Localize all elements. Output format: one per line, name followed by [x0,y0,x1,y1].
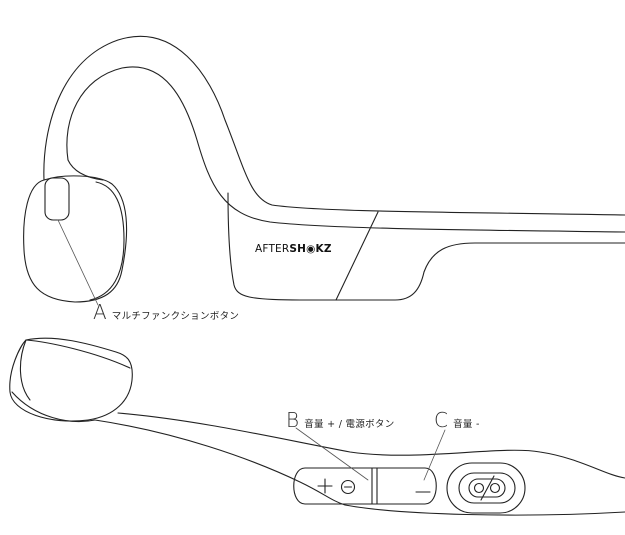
neckband-outer [43,35,625,216]
brand-logo: AFTERSH◉KZ [255,243,332,255]
side-ear-pad-face [25,339,131,369]
charging-pin-right [489,482,501,494]
arm-lower [94,419,625,516]
control-housing [293,467,437,505]
leader-c [423,429,446,481]
ear-pad [23,175,128,303]
callout-c-text: 音量 - [453,419,480,430]
leader-lines [57,219,446,481]
callout-c-letter: C [434,408,448,432]
headband-top-view [23,35,625,303]
callout-b-text: 音量 + / 電源ボタン [304,419,395,430]
housing-seam [335,211,379,301]
leader-b [295,427,369,481]
charging-slash [480,475,495,501]
neckband-inner [66,66,625,233]
callout-a: A マルチファンクションボタン [93,300,239,324]
charging-port-core [468,478,506,498]
leader-a [57,219,99,306]
callout-a-text: マルチファンクションボタン [111,311,240,322]
callout-c: C 音量 - [434,408,480,432]
neckband-hook [67,159,104,181]
callout-b: B 音量 + / 電源ボタン [286,408,395,432]
arm-curl [11,391,96,423]
charging-port-outer [446,462,526,514]
callout-b-letter: B [286,408,300,432]
multi-function-button [44,177,70,221]
charging-port-inner [458,472,516,504]
bottom-view [9,337,625,516]
side-ear-pad [9,337,133,422]
arm-upper [117,412,625,479]
power-minus-icon [340,479,356,495]
ear-pad-rim [89,181,125,301]
callout-a-letter: A [93,300,107,324]
housing-body [227,192,625,301]
side-ear-pad-edge [19,339,31,401]
logo-o-mark: ◉ [306,243,316,255]
charging-pin-left [473,482,485,494]
